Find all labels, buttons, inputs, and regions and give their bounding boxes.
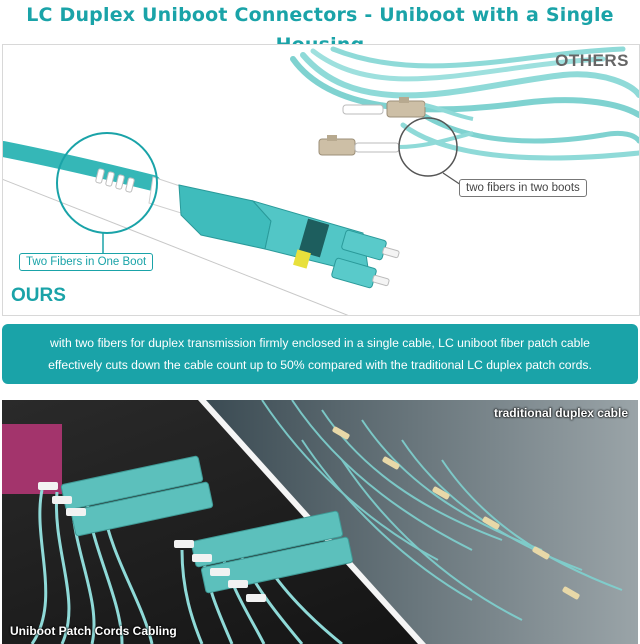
ours-uniboot-connector	[178, 184, 400, 289]
uniboot-cabling-caption: Uniboot Patch Cords Cabling	[10, 624, 177, 638]
ours-label: OURS	[11, 285, 66, 306]
traditional-duplex-caption: traditional duplex cable	[493, 406, 628, 420]
others-callout: two fibers in two boots	[459, 179, 587, 197]
others-cable-coil	[290, 46, 639, 161]
banner-line-1: with two fibers for duplex transmission …	[50, 336, 590, 350]
page-title: LC Duplex Uniboot Connectors - Uniboot w…	[26, 4, 614, 56]
cabling-photo: traditional duplex cable Uniboot Patch C…	[2, 400, 638, 644]
cabling-photo-illustration	[2, 400, 638, 644]
banner-line-2: effectively cuts down the cable count up…	[48, 358, 592, 372]
ours-callout: Two Fibers in One Boot	[19, 253, 154, 271]
others-callout-circle	[398, 117, 458, 177]
comparison-illustration	[3, 46, 639, 289]
comparison-panel: OTHERS two fibers in two boots Two Fiber…	[2, 44, 640, 316]
others-label: OTHERS	[555, 51, 629, 70]
ours-callout-circle	[56, 132, 158, 234]
others-lc-connector-2	[318, 131, 474, 156]
others-lc-connector-1	[342, 97, 474, 121]
description-banner: with two fibers for duplex transmission …	[2, 324, 638, 384]
